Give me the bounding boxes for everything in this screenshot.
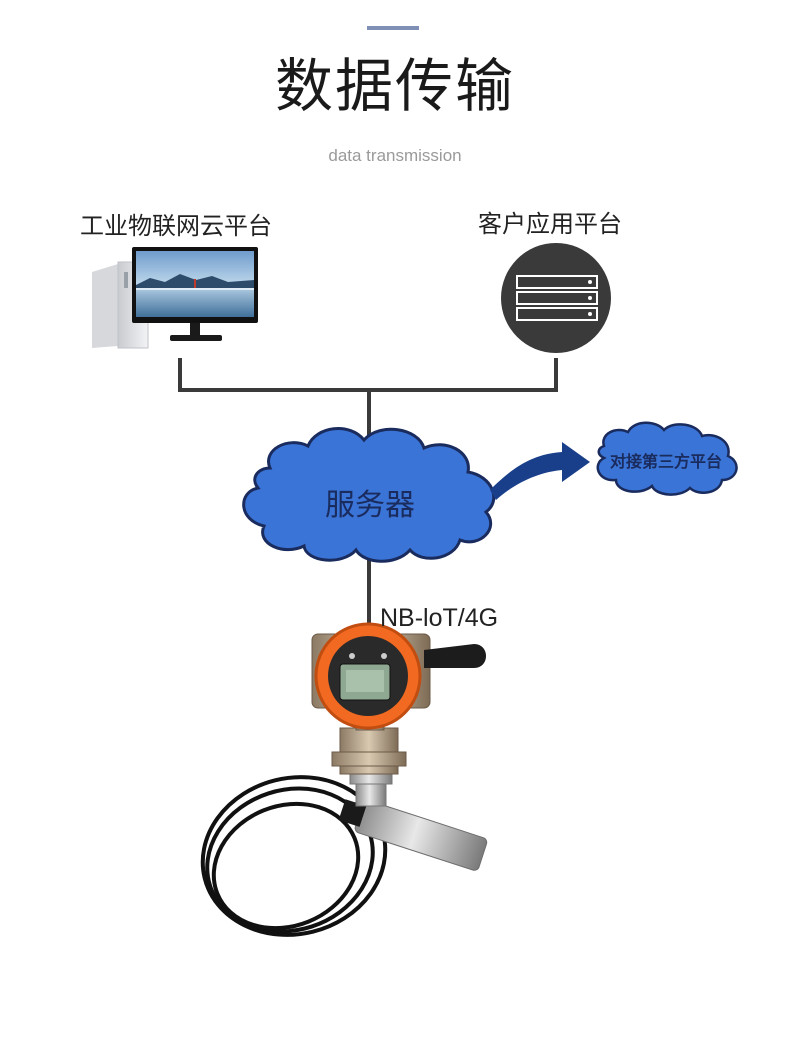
flow-arrow-shape: [490, 442, 590, 500]
monitor-stand: [170, 335, 222, 341]
server-unit-1: [516, 275, 598, 289]
server-unit-3: [516, 307, 598, 321]
top-bracket-line: [178, 358, 558, 392]
server-circle: [501, 243, 611, 353]
server-rack-icon: [501, 243, 611, 353]
connection-label: NB-loT/4G: [380, 604, 499, 632]
page-subtitle: data transmission: [328, 146, 462, 165]
server-label: 服务器: [325, 488, 415, 523]
page-title: 数据传输: [274, 52, 515, 120]
monitor-horizon: [136, 288, 254, 290]
device-body: [339, 727, 399, 775]
client-platform-label: 客户应用平台: [478, 210, 622, 238]
monitor-figure: [194, 279, 196, 288]
pressure-transmitter-icon: [200, 622, 488, 937]
title-accent-bar: [367, 26, 419, 30]
cloud-icon: [242, 427, 496, 563]
iot-platform-label: 工业物联网云平台: [80, 212, 272, 240]
device-fitting: [355, 781, 387, 807]
pc-tower-side: [92, 264, 118, 348]
third-party-cloud-shape: [596, 421, 738, 496]
desktop-computer-icon: [92, 247, 258, 349]
pc-tower-port: [124, 272, 128, 288]
cloud-icon: [596, 421, 738, 496]
monitor-neck: [190, 323, 200, 335]
arrow-icon: [490, 442, 590, 500]
server-unit-2: [516, 291, 598, 305]
server-cloud-shape: [242, 427, 496, 563]
device-antenna: [424, 644, 486, 668]
third-party-label: 对接第三方平台: [609, 452, 722, 471]
